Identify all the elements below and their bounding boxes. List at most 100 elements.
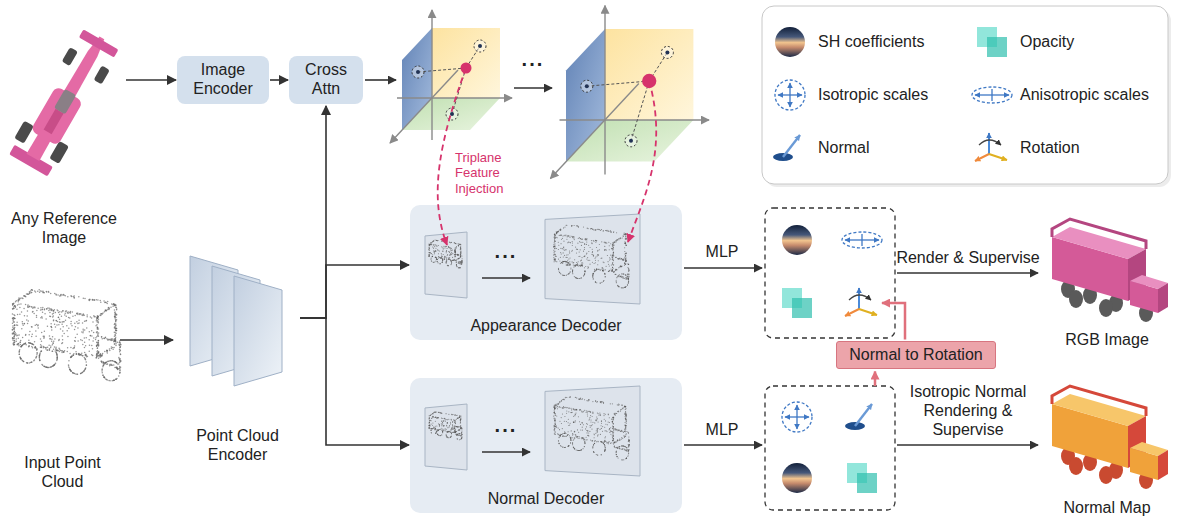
feature-map [621, 277, 622, 278]
point-cloud [54, 293, 56, 295]
point-cloud [12, 322, 14, 324]
point-cloud [84, 358, 86, 360]
point-cloud [74, 345, 76, 347]
feature-map [569, 237, 570, 238]
feature-map [572, 225, 573, 226]
point-cloud [107, 339, 109, 341]
point-cloud [94, 316, 96, 318]
triplane [631, 81, 649, 141]
point-cloud [62, 335, 64, 337]
feature-map [448, 265, 449, 266]
feature-map [603, 280, 604, 281]
feature-map [612, 271, 613, 272]
point-cloud [12, 337, 14, 339]
point-cloud [49, 335, 51, 337]
feature-map [461, 260, 462, 261]
feature-map [559, 272, 560, 273]
point-cloud [108, 307, 110, 309]
feature-map [577, 264, 578, 265]
feature-map [581, 265, 582, 266]
point-cloud [25, 334, 27, 336]
feature-map [624, 234, 625, 235]
point-cloud [99, 315, 101, 317]
feature-map [621, 287, 622, 288]
feature-map [454, 251, 455, 252]
feature-map [441, 256, 442, 257]
feature-map [441, 258, 442, 259]
feature-map [554, 238, 555, 239]
point-cloud [65, 310, 67, 312]
feature-map [554, 234, 555, 235]
point-cloud [47, 347, 49, 349]
point-cloud [116, 309, 118, 311]
point-cloud [111, 348, 113, 350]
point-cloud [31, 343, 33, 345]
point-cloud [114, 304, 116, 306]
point-cloud [44, 309, 46, 311]
point-cloud [105, 310, 107, 312]
feature-map [452, 253, 453, 254]
feature-map [442, 251, 443, 252]
point-cloud [83, 371, 85, 373]
feature-map [554, 233, 555, 234]
point-cloud [115, 325, 117, 327]
point-cloud [27, 304, 29, 306]
point-cloud [32, 308, 34, 310]
point-cloud [48, 367, 50, 369]
feature-map [616, 232, 617, 233]
feature-map [625, 244, 626, 245]
feature-map [628, 281, 629, 282]
feature-map [436, 258, 437, 259]
point-cloud [31, 326, 32, 328]
feature-map [458, 258, 459, 259]
feature-map [581, 239, 582, 240]
point-cloud [51, 341, 53, 343]
feature-map [625, 236, 626, 237]
feature-map [598, 269, 599, 270]
feature-map [612, 262, 613, 263]
point-cloud [82, 355, 84, 357]
point-cloud [111, 380, 113, 382]
point-cloud [14, 341, 16, 343]
point-cloud [41, 347, 43, 349]
feature-map [558, 231, 559, 232]
point-cloud [47, 367, 49, 369]
feature-map [595, 240, 596, 241]
point-cloud [97, 327, 99, 329]
feature-map [445, 241, 446, 242]
feature-map [431, 260, 432, 261]
feature-map [595, 281, 596, 282]
point-cloud [61, 352, 63, 354]
feature-map [621, 258, 622, 259]
point-cloud [116, 368, 118, 370]
point-cloud [25, 304, 27, 306]
feature-map [626, 234, 627, 235]
feature-map [432, 256, 433, 257]
feature-map [564, 255, 565, 256]
feature-map [429, 252, 430, 253]
feature-map [431, 253, 432, 254]
point-cloud [20, 358, 22, 360]
point-cloud [58, 347, 60, 349]
point-cloud [114, 340, 116, 342]
point-cloud [20, 340, 22, 342]
point-cloud [105, 378, 107, 380]
feature-map [581, 265, 582, 266]
point-cloud [58, 317, 60, 319]
feature-map [613, 272, 614, 273]
triplane [431, 10, 432, 140]
legend-frame [762, 6, 1168, 184]
point-cloud [75, 351, 77, 353]
feature-map [564, 275, 565, 276]
feature-map [429, 255, 430, 256]
feature-map [568, 235, 569, 236]
feature-map [625, 255, 626, 256]
feature-map [626, 258, 627, 259]
point-cloud [85, 345, 87, 347]
point-cloud [54, 346, 56, 348]
point-cloud [98, 328, 100, 330]
feature-map [626, 238, 627, 239]
feature-map [624, 247, 625, 248]
point-cloud [13, 328, 15, 330]
point-cloud [103, 300, 105, 302]
